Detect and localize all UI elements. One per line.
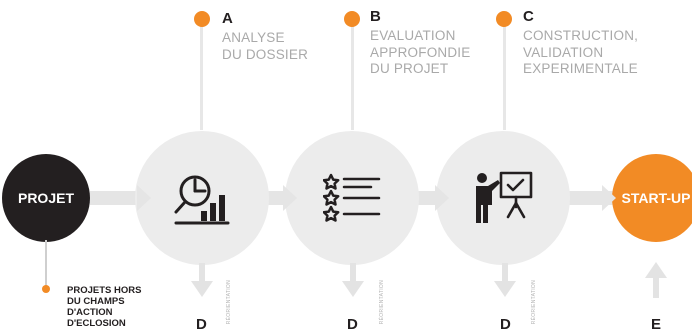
startup-node: START-UP (612, 154, 692, 242)
step-b-letter: B (370, 8, 381, 25)
outcome-d-b-letter: D (347, 316, 358, 333)
up-arrow-e (645, 262, 667, 298)
outcome-d-c-letter: D (500, 316, 511, 333)
down-arrow-a (191, 263, 213, 297)
presenter-board-icon (473, 169, 533, 227)
arrowhead-startup (602, 185, 616, 211)
step-c-dot (496, 11, 512, 27)
step-b-circle (285, 131, 419, 265)
step-a-text: ANALYSE DU DOSSIER (222, 30, 309, 62)
projets-hors-note: PROJETS HORS DU CHAMPS D'ACTION D'ECLOSI… (67, 285, 142, 329)
step-b-text: EVALUATION APPROFONDIE DU PROJET (370, 28, 471, 76)
reorientation-note-c: RÉORIENTATION (531, 280, 537, 325)
magnifier-chart-icon (173, 169, 231, 227)
step-a-guide-line (200, 26, 203, 130)
arrowhead-a (137, 185, 151, 211)
star-checklist-icon (323, 173, 381, 223)
step-c-text: CONSTRUCTION, VALIDATION EXPERIMENTALE (523, 28, 639, 76)
projet-label: PROJET (17, 190, 74, 206)
step-a-circle (135, 131, 269, 265)
connector-c-startup (563, 191, 613, 205)
projet-node: PROJET (2, 154, 90, 242)
step-a-dot (194, 11, 210, 27)
outcome-e-letter: E (651, 316, 662, 333)
step-c-guide-line (503, 26, 506, 130)
arrowhead-c (435, 185, 449, 211)
reorientation-note-a: RÉORIENTATION (226, 280, 232, 325)
outcome-d-a-letter: D (196, 316, 207, 333)
projet-side-dot (42, 285, 50, 293)
step-b-guide-line (351, 26, 354, 130)
down-arrow-c (494, 263, 516, 297)
step-a-letter: A (222, 10, 233, 27)
reorientation-note-b: RÉORIENTATION (379, 280, 385, 325)
step-c-letter: C (523, 8, 534, 25)
step-b-dot (344, 11, 360, 27)
connector-b-c (412, 191, 442, 205)
step-c-circle (436, 131, 570, 265)
startup-label: START-UP (621, 190, 691, 206)
arrowhead-b (283, 185, 297, 211)
down-arrow-b (342, 263, 364, 297)
connector-projet-a (90, 191, 140, 205)
projet-side-line (45, 240, 47, 286)
